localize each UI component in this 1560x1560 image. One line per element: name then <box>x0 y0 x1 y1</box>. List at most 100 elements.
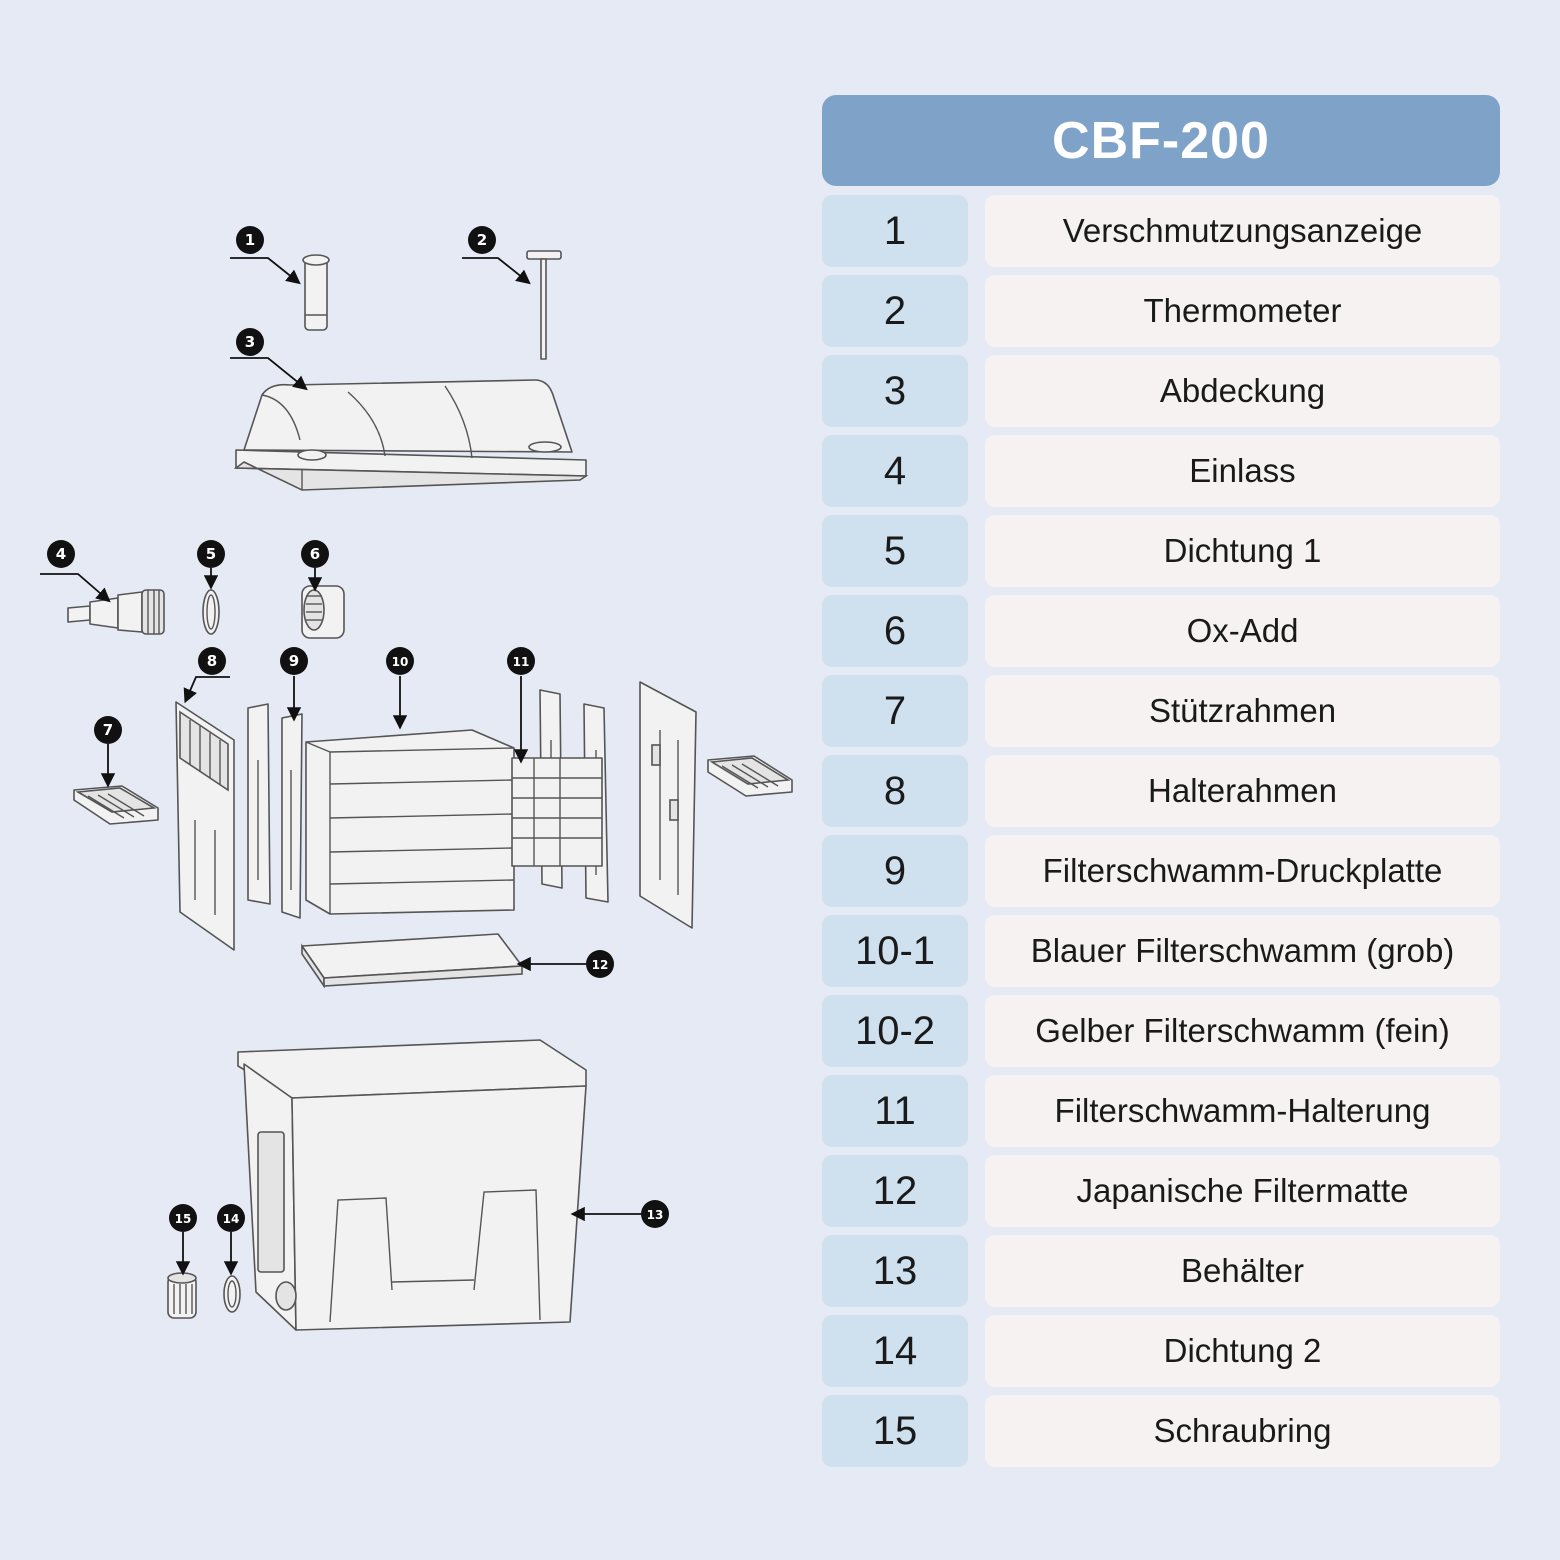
part-pressure-plates-left <box>247 703 303 919</box>
callout-11: 11 <box>507 647 535 675</box>
part-number: 10-1 <box>822 915 968 987</box>
part-pollution-indicator <box>302 254 330 331</box>
callout-12: 12 <box>586 950 614 978</box>
part-holding-frame-left <box>175 701 235 951</box>
part-number: 10-2 <box>822 995 968 1067</box>
callout-7: 7 <box>94 716 122 744</box>
callout-1: 1 <box>236 226 264 254</box>
part-support-frame-left <box>73 785 159 825</box>
callout-3-label: 3 <box>245 333 255 351</box>
part-inlet <box>67 589 165 635</box>
callout-3: 3 <box>236 328 264 356</box>
part-number: 6 <box>822 595 968 667</box>
callout-5: 5 <box>197 540 225 568</box>
part-number: 12 <box>822 1155 968 1227</box>
part-sponge-holder <box>511 757 603 867</box>
callout-8: 8 <box>198 647 226 675</box>
part-ox-add <box>301 585 345 639</box>
part-japanese-filter-mat <box>301 933 523 989</box>
part-name: Gelber Filterschwamm (fein) <box>985 995 1500 1067</box>
callout-15: 15 <box>169 1204 197 1232</box>
part-name: Filterschwamm-Halterung <box>985 1075 1500 1147</box>
callout-11-label: 11 <box>513 655 530 669</box>
part-holding-frame-right <box>639 681 697 929</box>
part-name: Dichtung 1 <box>985 515 1500 587</box>
part-number: 15 <box>822 1395 968 1467</box>
callout-7-label: 7 <box>103 721 113 739</box>
part-name: Verschmutzungsanzeige <box>985 195 1500 267</box>
part-name: Blauer Filterschwamm (grob) <box>985 915 1500 987</box>
callout-1-label: 1 <box>245 231 255 249</box>
callout-13-label: 13 <box>647 1208 664 1222</box>
part-number: 3 <box>822 355 968 427</box>
part-screw-ring <box>167 1272 197 1319</box>
part-thermometer <box>526 250 562 360</box>
part-number: 5 <box>822 515 968 587</box>
part-cover <box>233 379 589 491</box>
part-name: Schraubring <box>985 1395 1500 1467</box>
part-name: Stützrahmen <box>985 675 1500 747</box>
part-container <box>237 1039 587 1331</box>
part-number: 9 <box>822 835 968 907</box>
callout-8-label: 8 <box>207 652 217 670</box>
part-name: Japanische Filtermatte <box>985 1155 1500 1227</box>
part-number: 8 <box>822 755 968 827</box>
callout-6: 6 <box>301 540 329 568</box>
callout-2-label: 2 <box>477 231 487 249</box>
part-name: Ox-Add <box>985 595 1500 667</box>
part-number: 1 <box>822 195 968 267</box>
model-title: CBF-200 <box>822 95 1500 186</box>
part-number: 13 <box>822 1235 968 1307</box>
part-seal-2 <box>223 1275 241 1313</box>
callout-9: 9 <box>280 647 308 675</box>
callout-12-label: 12 <box>592 958 609 972</box>
callout-15-label: 15 <box>175 1212 192 1226</box>
callout-4: 4 <box>47 540 75 568</box>
callout-10-label: 10 <box>392 655 409 669</box>
part-name: Filterschwamm-Druckplatte <box>985 835 1500 907</box>
part-seal-1 <box>202 589 220 635</box>
callout-5-label: 5 <box>206 545 216 563</box>
exploded-parts-diagram: 1 2 3 4 5 6 7 8 9 10 11 12 13 14 15 <box>40 226 793 1331</box>
callout-2: 2 <box>468 226 496 254</box>
part-name: Thermometer <box>985 275 1500 347</box>
callout-9-label: 9 <box>289 652 299 670</box>
callout-6-label: 6 <box>310 545 320 563</box>
callout-13: 13 <box>641 1200 669 1228</box>
part-name: Dichtung 2 <box>985 1315 1500 1387</box>
part-name: Abdeckung <box>985 355 1500 427</box>
part-filter-sponges <box>305 729 515 915</box>
part-name: Behälter <box>985 1235 1500 1307</box>
callout-4-label: 4 <box>56 545 66 563</box>
part-number: 11 <box>822 1075 968 1147</box>
part-number: 2 <box>822 275 968 347</box>
callout-14-label: 14 <box>223 1212 240 1226</box>
part-number: 4 <box>822 435 968 507</box>
part-number: 7 <box>822 675 968 747</box>
part-number: 14 <box>822 1315 968 1387</box>
part-support-frame-right <box>707 755 793 797</box>
callout-10: 10 <box>386 647 414 675</box>
part-name: Halterahmen <box>985 755 1500 827</box>
part-name: Einlass <box>985 435 1500 507</box>
callout-14: 14 <box>217 1204 245 1232</box>
leader-lines <box>40 257 642 1276</box>
